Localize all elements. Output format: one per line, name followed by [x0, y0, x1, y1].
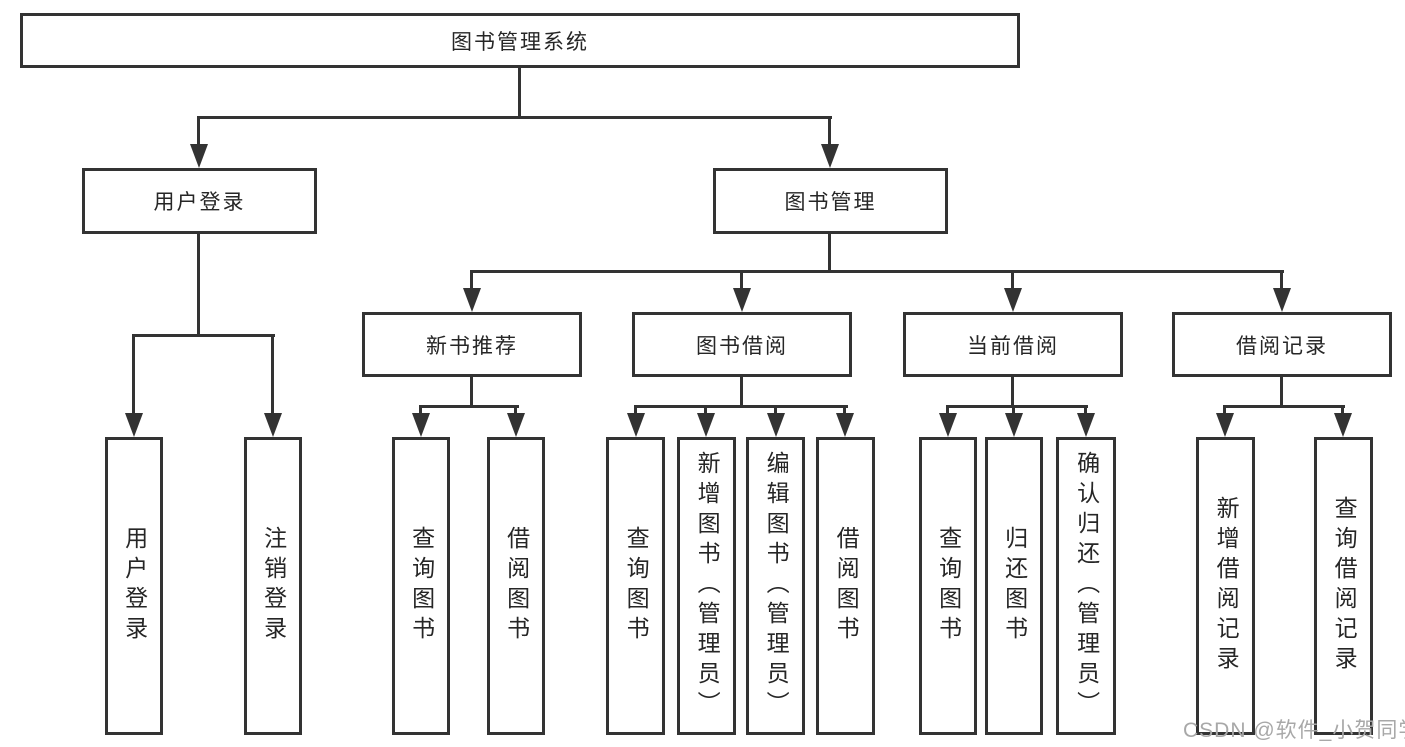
leaf-br-query-record: 查询借阅记录 [1314, 437, 1373, 735]
leaf-cb-query-books: 查询图书 [919, 437, 977, 735]
connector-arrow [946, 407, 949, 413]
connector-stem [1011, 377, 1014, 407]
leaf-logout: 注销登录 [244, 437, 302, 735]
leaf-bb-add-books-admin: 新增图书（管理员） [677, 437, 736, 735]
node-root: 图书管理系统 [20, 13, 1020, 68]
leaf-bb-borrow-books: 借阅图书 [816, 437, 875, 735]
connector-arrow [1011, 272, 1014, 288]
connector-stem [197, 234, 200, 336]
connector-arrow [704, 407, 707, 413]
node-borrow-records: 借阅记录 [1172, 312, 1392, 377]
connector-arrow [197, 118, 200, 144]
node-new-book-recommend: 新书推荐 [362, 312, 582, 377]
connector-bar [132, 334, 275, 337]
connector-arrow [1341, 407, 1344, 413]
leaf-user-login: 用户登录 [105, 437, 163, 735]
connector-stem [740, 377, 743, 407]
connector-stem [470, 377, 473, 407]
connector-stem [828, 234, 831, 272]
node-user-login: 用户登录 [82, 168, 317, 234]
connector-bar [197, 116, 832, 119]
leaf-nbr-borrow-books: 借阅图书 [487, 437, 545, 735]
leaf-nbr-query-books: 查询图书 [392, 437, 450, 735]
leaf-cb-confirm-return-admin: 确认归还（管理员） [1056, 437, 1116, 735]
node-book-management: 图书管理 [713, 168, 948, 234]
connector-stem [1280, 377, 1283, 407]
connector-bar [470, 270, 1284, 273]
leaf-bb-query-books: 查询图书 [606, 437, 665, 735]
connector-arrow [419, 407, 422, 413]
connector-bar [419, 405, 519, 408]
connector-bar [946, 405, 1088, 408]
connector-arrow [470, 272, 473, 288]
connector-bar [634, 405, 848, 408]
connector-arrow [843, 407, 846, 413]
csdn-watermark: CSDN @软件_小贺同学 [1183, 719, 1405, 742]
connector-arrow [634, 407, 637, 413]
connector-arrow [1084, 407, 1087, 413]
connector-arrow [828, 118, 831, 144]
leaf-cb-return-books: 归还图书 [985, 437, 1043, 735]
connector-stem [518, 68, 521, 118]
connector-arrow [271, 336, 274, 413]
connector-arrow [740, 272, 743, 288]
connector-arrow [774, 407, 777, 413]
connector-arrow [132, 336, 135, 413]
connector-arrow [514, 407, 517, 413]
leaf-bb-edit-books-admin: 编辑图书（管理员） [746, 437, 805, 735]
leaf-br-add-record: 新增借阅记录 [1196, 437, 1255, 735]
connector-bar [1223, 405, 1345, 408]
connector-arrow [1012, 407, 1015, 413]
connector-arrow [1223, 407, 1226, 413]
node-book-borrow: 图书借阅 [632, 312, 852, 377]
connector-arrow [1280, 272, 1283, 288]
node-current-borrow: 当前借阅 [903, 312, 1123, 377]
